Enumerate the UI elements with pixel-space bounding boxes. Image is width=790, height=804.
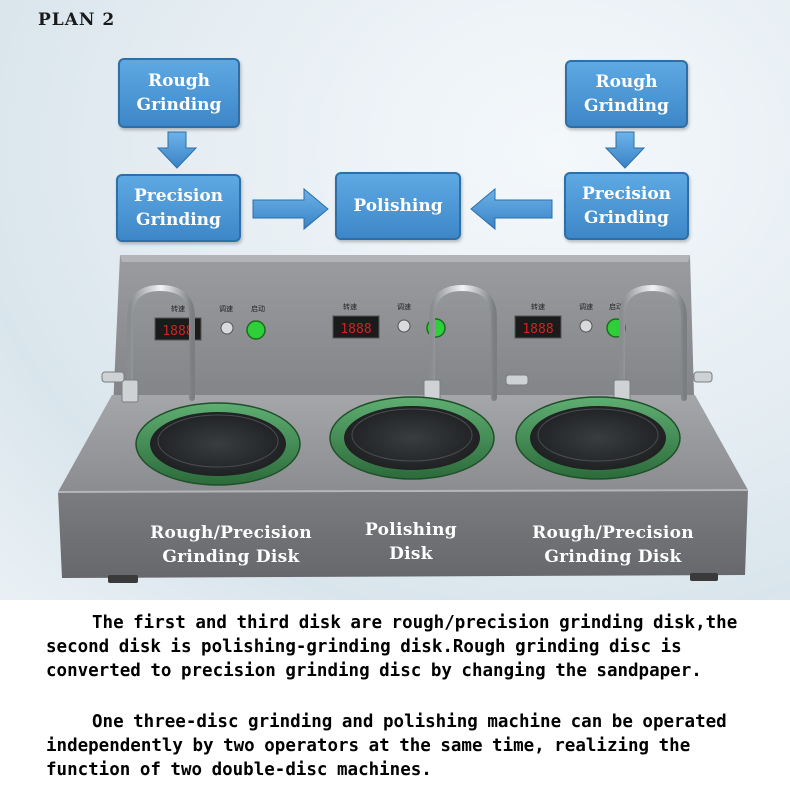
- svg-text:转速: 转速: [171, 304, 185, 313]
- flow-box-precision-left: Precision Grinding: [116, 174, 241, 242]
- disk-left: [135, 402, 301, 486]
- machine: 1888 转速 调速 启动 1888 转速 调速 1888 转速 调速 启动: [57, 255, 749, 583]
- svg-text:转速: 转速: [343, 302, 357, 311]
- control-set-right: 1888 转速 调速 启动: [514, 302, 626, 339]
- control-set-center: 1888 转速 调速: [332, 302, 446, 339]
- disk-center: [329, 396, 495, 480]
- svg-text:启动: 启动: [609, 302, 623, 311]
- svg-text:调速: 调速: [579, 302, 593, 311]
- arrow-down-right: [604, 131, 646, 169]
- disk-label-left: Rough/Precision Grinding Disk: [150, 523, 312, 567]
- flow-box-polishing: Polishing: [335, 172, 461, 240]
- disk-label-right: Rough/Precision Grinding Disk: [532, 523, 694, 567]
- description-paragraph-1: The first and third disk are rough/preci…: [46, 613, 738, 681]
- arrow-left-to-polishing: [470, 187, 553, 231]
- flow-box-precision-right: Precision Grinding: [564, 172, 689, 240]
- disk-label-center: Polishing Disk: [365, 520, 457, 564]
- arrow-right-to-polishing: [252, 187, 329, 231]
- svg-text:调速: 调速: [219, 304, 233, 313]
- faucets: [127, 284, 687, 401]
- svg-text:调速: 调速: [397, 302, 411, 311]
- flow-box-rough-left: Rough Grinding: [118, 58, 240, 128]
- flow-box-rough-right: Rough Grinding: [565, 60, 688, 128]
- description-paragraph-2: One three-disc grinding and polishing ma…: [46, 712, 727, 780]
- plan-title: PLAN 2: [38, 10, 116, 30]
- disk-right: [515, 396, 681, 480]
- svg-text:1888: 1888: [340, 322, 371, 337]
- svg-text:1888: 1888: [162, 324, 193, 339]
- svg-text:启动: 启动: [251, 304, 265, 313]
- svg-text:转速: 转速: [531, 302, 545, 311]
- svg-text:1888: 1888: [522, 322, 553, 337]
- arrow-down-left: [156, 131, 198, 169]
